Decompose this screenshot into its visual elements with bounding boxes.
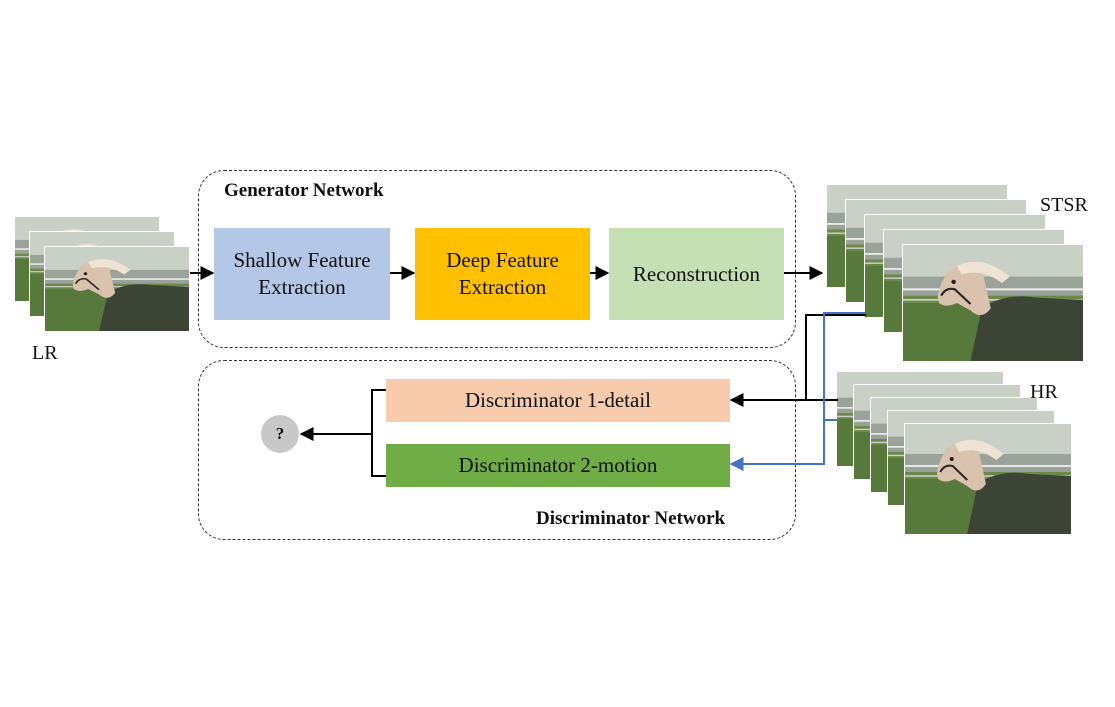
lr-frame-3 xyxy=(44,246,190,332)
shallow-feature-line1: Shallow Feature xyxy=(233,248,371,272)
output-question-mark: ? xyxy=(261,415,299,453)
hr-frame-5 xyxy=(904,423,1072,535)
discriminator-motion-block: Discriminator 2-motion xyxy=(386,444,730,487)
stsr-label: STSR xyxy=(1040,194,1088,216)
reconstruction-label: Reconstruction xyxy=(632,261,761,286)
arrow-to-discriminator-detail xyxy=(729,314,866,407)
stsr-image-stack xyxy=(826,184,1086,364)
detail-merge-line xyxy=(371,389,386,477)
stsr-frame-5 xyxy=(902,244,1084,362)
shallow-feature-line2: Extraction xyxy=(258,275,346,299)
lr-image-stack xyxy=(14,216,194,332)
deep-feature-line2: Extraction xyxy=(458,275,547,299)
discriminator-motion-label: Discriminator 2-motion xyxy=(458,453,658,477)
lr-label: LR xyxy=(32,342,58,364)
discriminator-detail-block: Discriminator 1-detail xyxy=(386,379,730,422)
generator-network-title: Generator Network xyxy=(224,180,384,201)
generator-network-box xyxy=(198,170,796,348)
hr-image-stack xyxy=(836,371,1076,537)
discriminator-detail-label: Discriminator 1-detail xyxy=(464,388,652,412)
shallow-feature-extraction-block: Shallow Feature Extraction xyxy=(214,228,390,320)
discriminator-network-box xyxy=(198,360,796,540)
discriminator-network-title: Discriminator Network xyxy=(536,508,726,529)
arrow-to-discriminator-motion xyxy=(729,312,866,471)
deep-feature-line1: Deep Feature xyxy=(446,248,559,272)
deep-feature-extraction-block: Deep Feature Extraction xyxy=(415,228,590,320)
hr-label: HR xyxy=(1030,381,1058,403)
reconstruction-block: Reconstruction xyxy=(609,228,784,320)
